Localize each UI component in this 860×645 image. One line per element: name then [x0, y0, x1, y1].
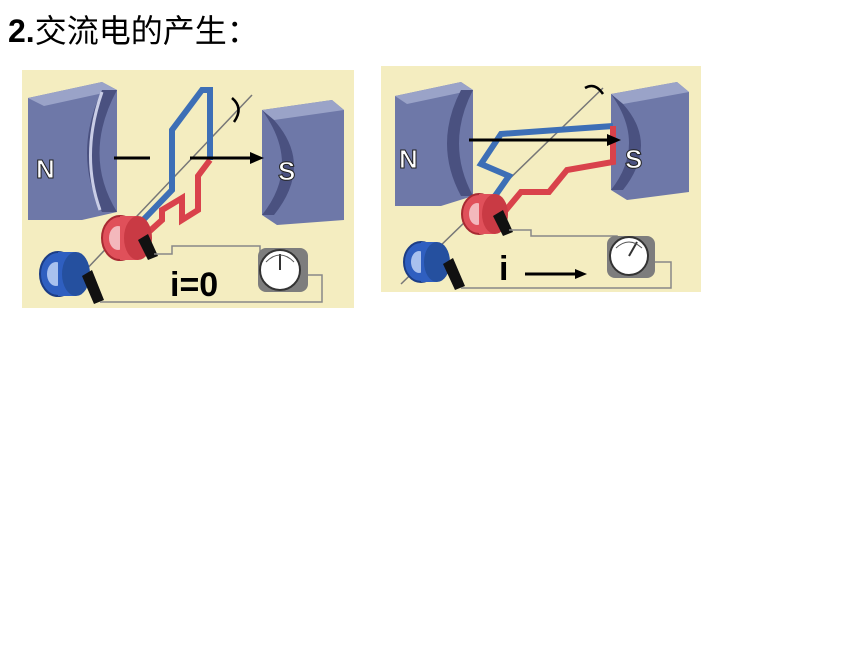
- current-arrowhead: [575, 269, 587, 279]
- current-label-right: i: [499, 250, 509, 288]
- title-text: 交流电的产生：: [34, 12, 259, 50]
- red-slip-ring: [461, 193, 508, 235]
- field-arrowhead: [250, 152, 264, 164]
- circuit-wire-top: [154, 245, 261, 260]
- title-number: 2.: [8, 13, 35, 49]
- galvanometer: [607, 236, 655, 278]
- circuit-wire-bottom: [100, 274, 323, 303]
- rotation-arrow: [231, 97, 240, 123]
- circuit-wire-bottom: [461, 261, 672, 289]
- generator-illustration-left: [28, 82, 344, 304]
- rotation-arrow: [584, 84, 605, 95]
- north-pole-label: N: [399, 144, 419, 175]
- current-label-left: i=0: [170, 266, 219, 304]
- north-magnet: [395, 82, 473, 206]
- south-pole-label: S: [277, 156, 296, 187]
- generator-diagram-right: N S i: [381, 66, 701, 292]
- blue-slip-ring: [403, 241, 450, 283]
- coil-blue-side: [476, 123, 614, 218]
- circuit-wire-top: [509, 229, 618, 248]
- brush-blue: [443, 258, 465, 290]
- brush-red: [138, 234, 158, 260]
- brush-red: [493, 210, 513, 236]
- north-magnet: [28, 82, 117, 220]
- brush-blue: [82, 270, 104, 304]
- south-magnet: [262, 100, 344, 225]
- north-pole-label: N: [36, 154, 56, 185]
- red-slip-ring: [101, 215, 152, 261]
- field-arrowhead: [607, 134, 621, 146]
- coil-red-side: [139, 158, 213, 241]
- coil-red-side: [498, 126, 616, 218]
- generator-illustration-right: [395, 82, 689, 290]
- generator-diagram-left: N S i=0: [22, 70, 354, 308]
- south-pole-label: S: [624, 144, 643, 175]
- rotation-axis: [61, 94, 253, 296]
- galvanometer: [258, 248, 308, 292]
- coil-blue-side: [119, 87, 213, 245]
- south-magnet: [611, 82, 689, 200]
- blue-slip-ring: [39, 251, 90, 297]
- page-title: 2.交流电的产生：: [8, 6, 259, 52]
